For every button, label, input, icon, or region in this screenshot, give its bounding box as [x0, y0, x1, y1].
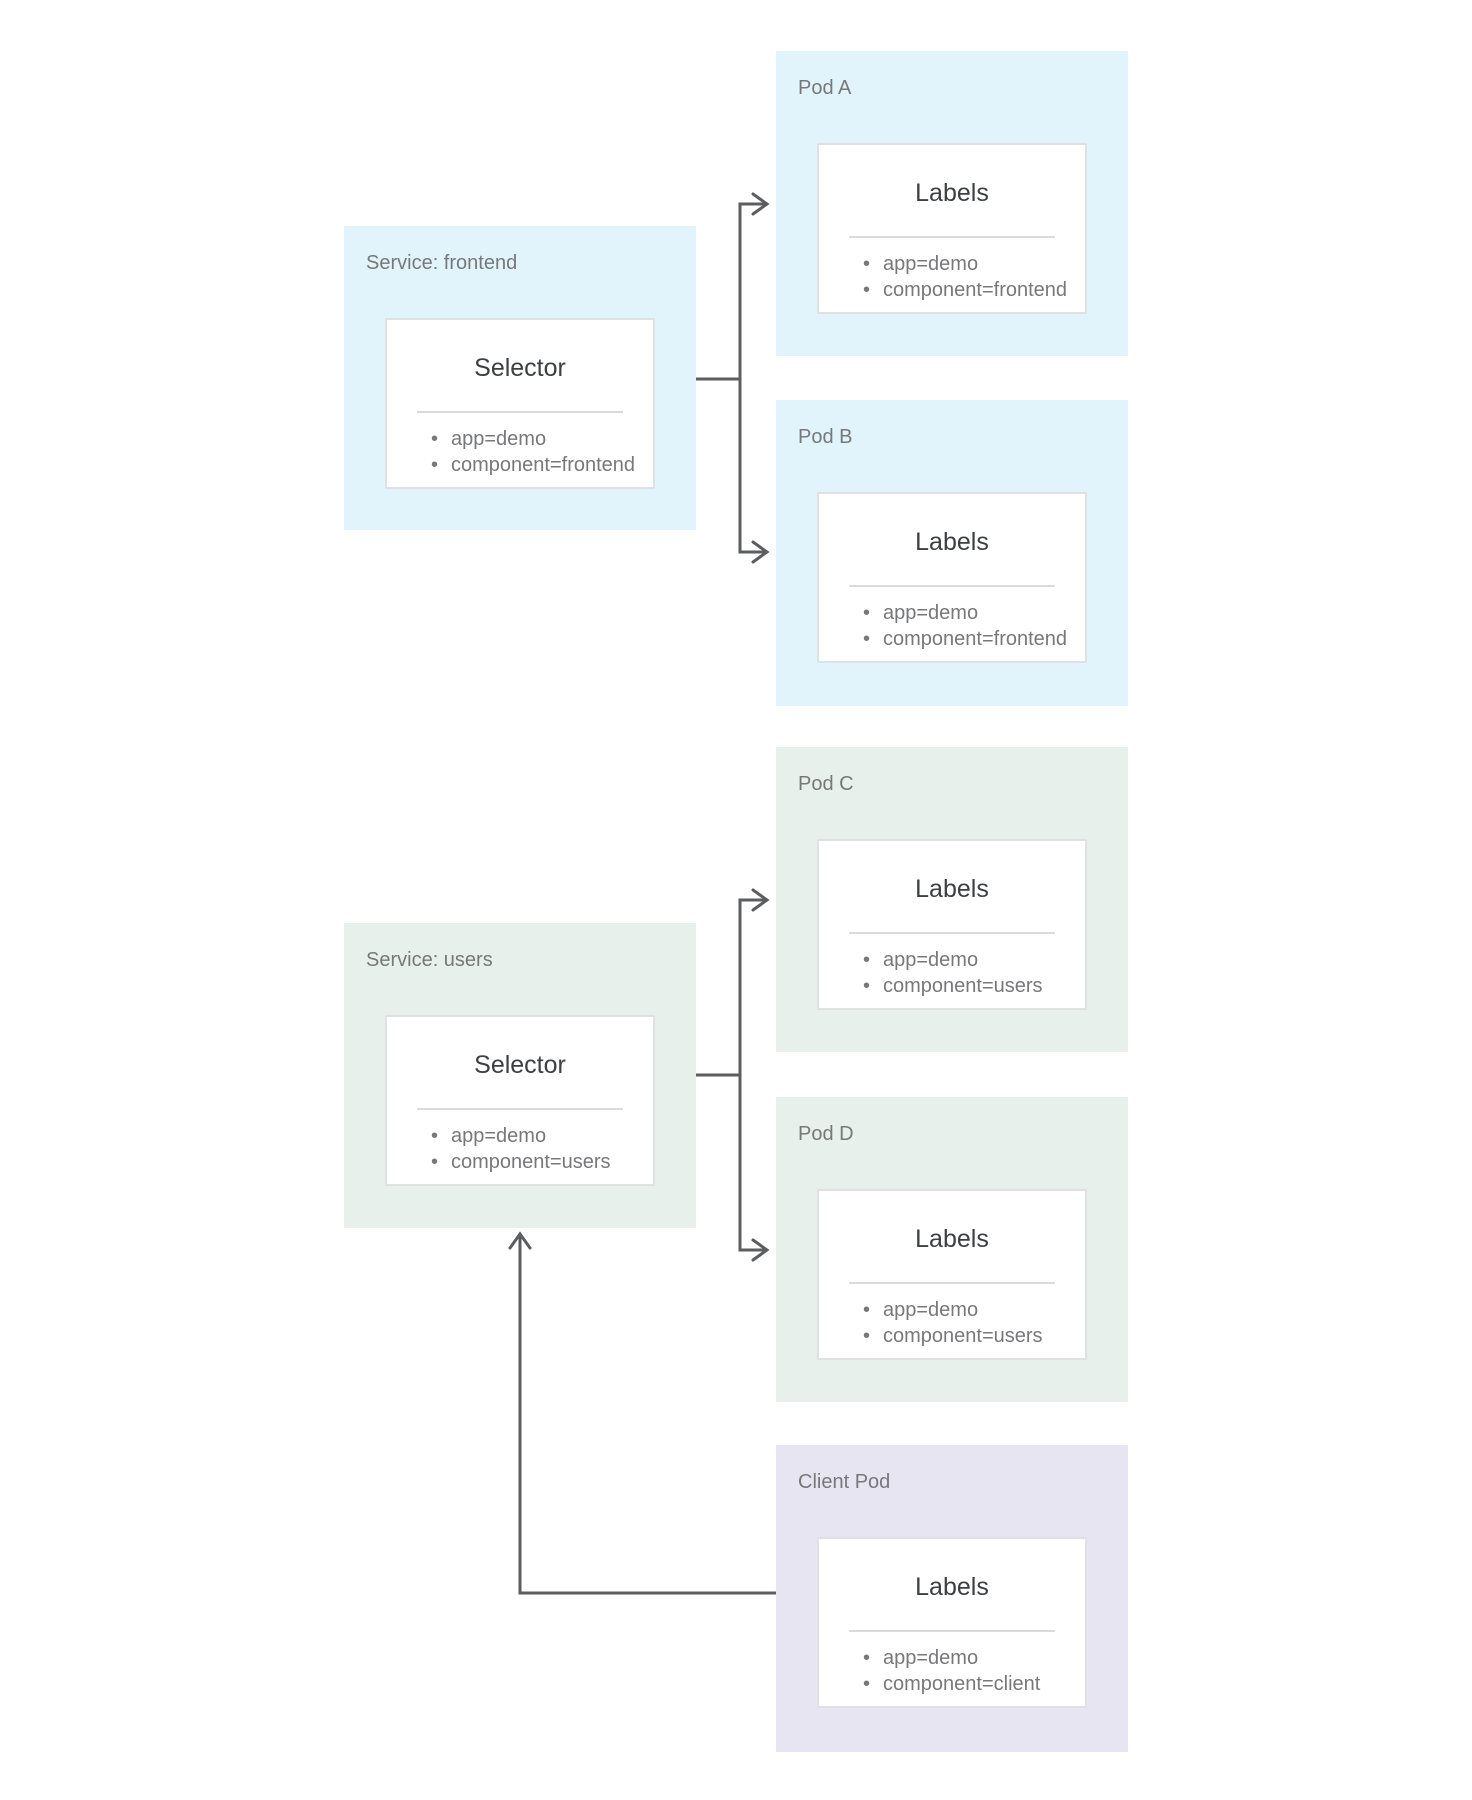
- label-list: app=demo component=frontend: [819, 600, 1085, 652]
- label-item: app=demo: [863, 600, 1085, 626]
- selector-card: Selector app=demo component=users: [385, 1015, 655, 1186]
- label-list: app=demo component=frontend: [387, 426, 653, 478]
- node-label: Pod A: [798, 77, 852, 99]
- label-list: app=demo component=users: [819, 947, 1085, 999]
- labels-card: Labels app=demo component=users: [817, 839, 1087, 1010]
- node-label: Service: frontend: [366, 252, 518, 274]
- label-item: app=demo: [863, 947, 1085, 973]
- label-item: component=frontend: [431, 452, 653, 478]
- node-label: Client Pod: [798, 1471, 891, 1493]
- service-users-box: Service: users Selector app=demo compone…: [344, 923, 696, 1228]
- node-label: Pod C: [798, 773, 854, 795]
- card-title: Labels: [915, 179, 989, 207]
- connector-frontend-branches: [738, 202, 766, 554]
- label-item: app=demo: [863, 1645, 1085, 1671]
- connector-client-to-users: [518, 1237, 776, 1595]
- label-list: app=demo component=users: [819, 1297, 1085, 1349]
- label-item: component=users: [863, 1323, 1085, 1349]
- label-item: component=frontend: [863, 626, 1085, 652]
- selector-card: Selector app=demo component=frontend: [385, 318, 655, 489]
- arrowhead-to-pod-d-icon: [751, 1238, 770, 1262]
- label-item: component=client: [863, 1671, 1085, 1697]
- card-title: Labels: [915, 1573, 989, 1601]
- label-item: app=demo: [431, 1123, 653, 1149]
- card-title: Labels: [915, 875, 989, 903]
- pod-d-box: Pod D Labels app=demo component=users: [776, 1097, 1128, 1402]
- card-divider: [849, 1282, 1055, 1284]
- label-list: app=demo component=frontend: [819, 251, 1085, 303]
- node-label: Pod D: [798, 1123, 854, 1145]
- connector-users-branches: [738, 898, 766, 1252]
- label-list: app=demo component=users: [387, 1123, 653, 1175]
- label-item: app=demo: [431, 426, 653, 452]
- pod-b-box: Pod B Labels app=demo component=frontend: [776, 400, 1128, 706]
- service-frontend-box: Service: frontend Selector app=demo comp…: [344, 226, 696, 530]
- card-title: Selector: [474, 354, 566, 382]
- card-divider: [417, 1108, 623, 1110]
- node-label: Pod B: [798, 426, 853, 448]
- pod-c-box: Pod C Labels app=demo component=users: [776, 747, 1128, 1052]
- label-list: app=demo component=client: [819, 1645, 1085, 1697]
- label-item: component=users: [863, 973, 1085, 999]
- labels-card: Labels app=demo component=frontend: [817, 492, 1087, 663]
- label-item: component=users: [431, 1149, 653, 1175]
- label-item: app=demo: [863, 251, 1085, 277]
- card-divider: [849, 236, 1055, 238]
- labels-card: Labels app=demo component=frontend: [817, 143, 1087, 314]
- card-divider: [849, 585, 1055, 587]
- arrowhead-to-pod-c-icon: [751, 888, 770, 912]
- label-item: component=frontend: [863, 277, 1085, 303]
- client-pod-box: Client Pod Labels app=demo component=cli…: [776, 1445, 1128, 1752]
- label-item: app=demo: [863, 1297, 1085, 1323]
- arrowhead-to-service-users-icon: [508, 1231, 532, 1250]
- card-divider: [849, 1630, 1055, 1632]
- arrowhead-to-pod-a-icon: [751, 192, 770, 216]
- card-title: Labels: [915, 1225, 989, 1253]
- node-label: Service: users: [366, 949, 493, 971]
- card-divider: [417, 411, 623, 413]
- arrowhead-to-pod-b-icon: [751, 540, 770, 564]
- labels-card: Labels app=demo component=client: [817, 1537, 1087, 1708]
- card-title: Labels: [915, 528, 989, 556]
- card-title: Selector: [474, 1051, 566, 1079]
- pod-a-box: Pod A Labels app=demo component=frontend: [776, 51, 1128, 356]
- labels-card: Labels app=demo component=users: [817, 1189, 1087, 1360]
- card-divider: [849, 932, 1055, 934]
